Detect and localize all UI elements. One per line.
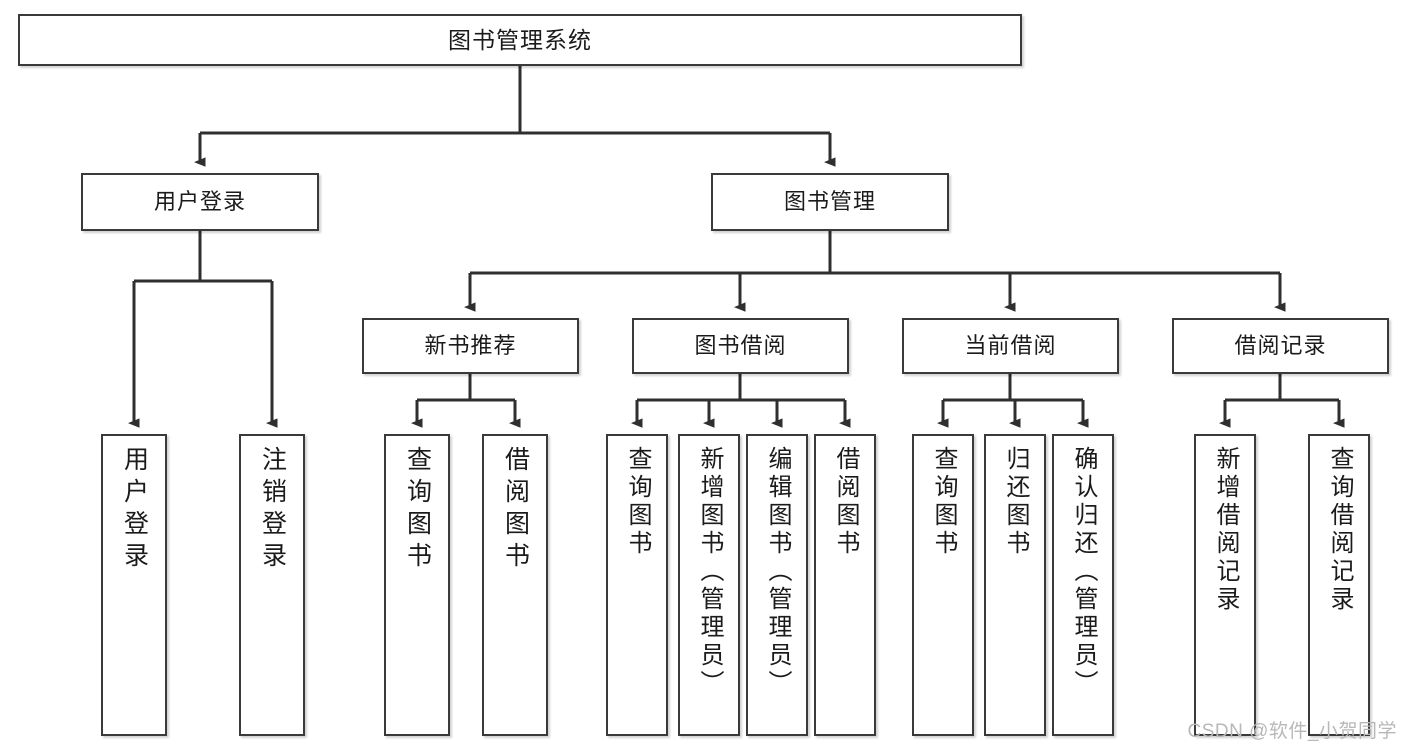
node-user-login[interactable]: 用户登录 [81,173,319,231]
leaf-query-book-current[interactable]: 查询图书 [912,434,974,736]
node-borrow-record-label: 借阅记录 [1234,333,1327,358]
node-book-borrow[interactable]: 图书借阅 [632,318,849,374]
leaf-user-login[interactable]: 用户登录 [101,434,167,736]
leaf-query-book-borrow[interactable]: 查询图书 [606,434,668,736]
leaf-edit-book-label: 编辑图书（管理员） [764,446,791,698]
leaf-borrow-book-new-label: 借阅图书 [501,446,530,574]
leaf-borrow-book-new[interactable]: 借阅图书 [482,434,548,736]
leaf-borrow-book[interactable]: 借阅图书 [814,434,876,736]
leaf-query-borrow-record[interactable]: 查询借阅记录 [1308,434,1370,736]
watermark-text: CSDN @软件_小贺同学 [1187,721,1397,742]
node-user-login-label: 用户登录 [153,189,246,214]
leaf-add-borrow-record[interactable]: 新增借阅记录 [1194,434,1256,736]
leaf-add-book-label: 新增图书（管理员） [696,446,723,698]
node-new-book-recommend-label: 新书推荐 [424,333,517,358]
leaf-add-borrow-record-label: 新增借阅记录 [1212,446,1239,614]
leaf-borrow-book-label: 借阅图书 [832,446,859,558]
leaf-return-book[interactable]: 归还图书 [984,434,1046,736]
leaf-return-book-label: 归还图书 [1002,446,1029,558]
node-borrow-record[interactable]: 借阅记录 [1172,318,1389,374]
node-book-borrow-label: 图书借阅 [694,333,787,358]
node-root[interactable]: 图书管理系统 [18,14,1022,66]
leaf-logout[interactable]: 注销登录 [239,434,305,736]
node-book-management[interactable]: 图书管理 [711,173,949,231]
node-current-borrow-label: 当前借阅 [964,333,1057,358]
leaf-confirm-return-label: 确认归还（管理员） [1070,446,1097,698]
leaf-query-borrow-record-label: 查询借阅记录 [1326,446,1353,614]
node-new-book-recommend[interactable]: 新书推荐 [362,318,579,374]
node-root-label: 图书管理系统 [448,26,592,53]
leaf-query-book-current-label: 查询图书 [930,446,957,558]
leaf-logout-label: 注销登录 [258,446,287,574]
leaf-add-book[interactable]: 新增图书（管理员） [678,434,740,736]
leaf-confirm-return[interactable]: 确认归还（管理员） [1052,434,1114,736]
leaf-user-login-label: 用户登录 [120,446,149,574]
leaf-edit-book[interactable]: 编辑图书（管理员） [746,434,808,736]
node-book-management-label: 图书管理 [783,189,876,214]
node-current-borrow[interactable]: 当前借阅 [902,318,1119,374]
leaf-query-book-new[interactable]: 查询图书 [384,434,450,736]
leaf-query-book-borrow-label: 查询图书 [624,446,651,558]
leaf-query-book-new-label: 查询图书 [403,446,432,574]
